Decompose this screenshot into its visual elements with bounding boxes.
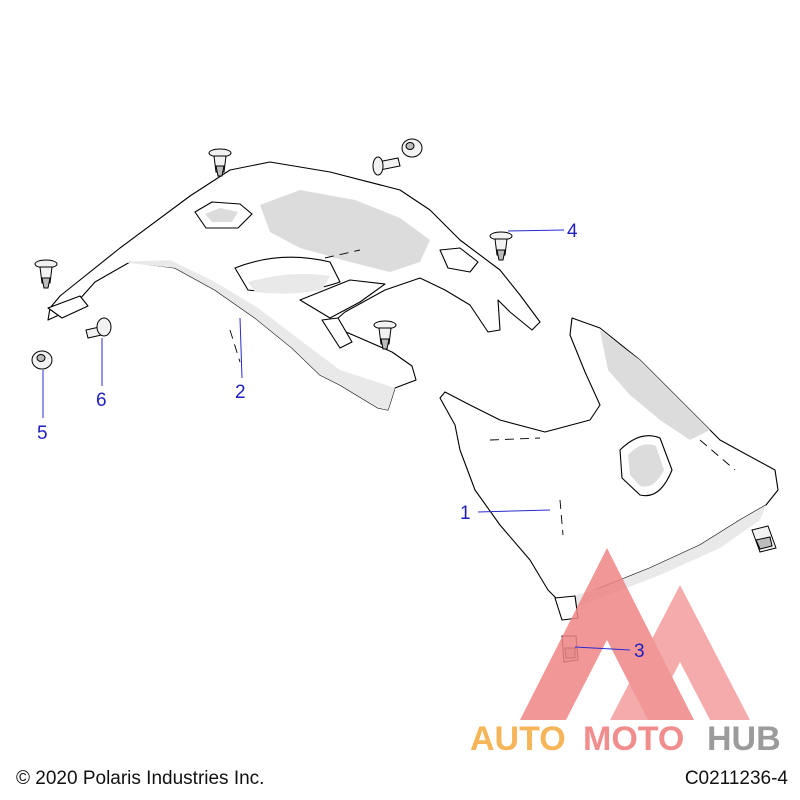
drawing-number: C0211236-4 xyxy=(684,768,788,789)
callout-3: 3 xyxy=(634,641,645,662)
watermark-text-auto: AUTO xyxy=(470,720,566,758)
leader-3 xyxy=(574,646,631,651)
push-rivet-4 xyxy=(489,231,513,261)
part-2-rear-fender-panel xyxy=(47,161,541,411)
bolt-6 xyxy=(85,317,112,339)
watermark-text-moto: MOTO xyxy=(583,720,684,758)
leader-2 xyxy=(239,317,243,379)
push-rivet-top-left xyxy=(208,148,232,177)
callout-1: 1 xyxy=(460,503,471,524)
callout-5: 5 xyxy=(37,423,48,444)
push-rivet-center xyxy=(373,320,397,350)
watermark-logo: AUTO MOTO HUB xyxy=(470,548,781,758)
grommet-5 xyxy=(31,350,53,370)
grommet-top xyxy=(401,138,423,158)
callout-2: 2 xyxy=(235,382,246,403)
clip-right xyxy=(751,525,777,553)
leader-1 xyxy=(477,509,551,513)
callout-6: 6 xyxy=(96,390,107,411)
push-rivet-left xyxy=(34,259,58,289)
bolt-top xyxy=(372,156,401,176)
leader-4 xyxy=(507,229,565,232)
callout-4: 4 xyxy=(567,221,578,242)
watermark-text-hub: HUB xyxy=(707,720,781,758)
copyright-text: © 2020 Polaris Industries Inc. xyxy=(16,768,265,789)
